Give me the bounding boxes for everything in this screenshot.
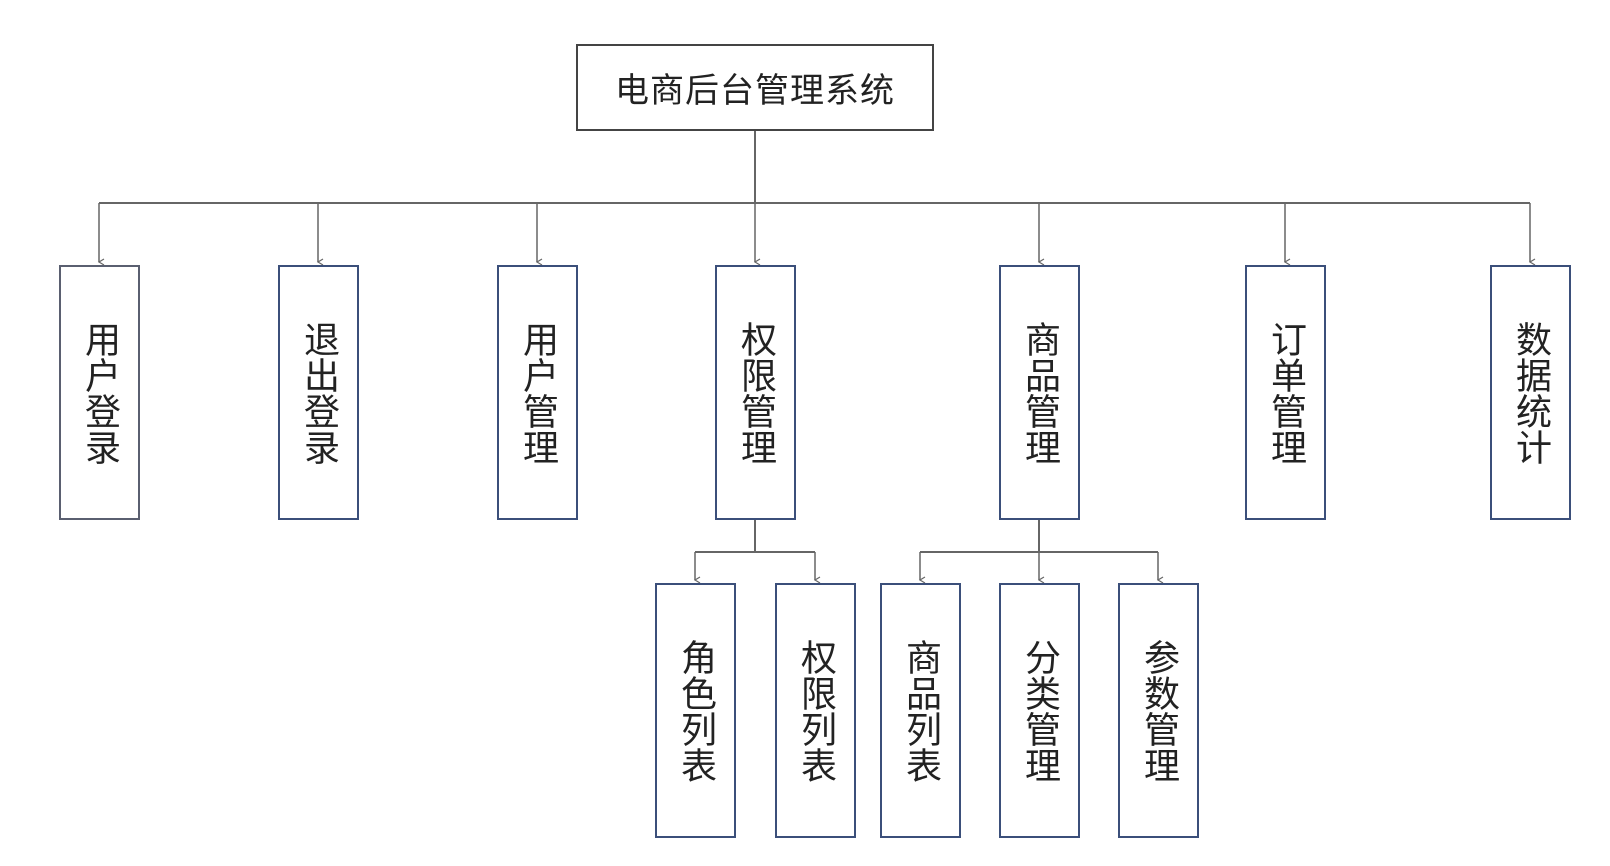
- node-order-management: 订单管理: [1245, 265, 1326, 520]
- node-label: 参数管理: [1138, 638, 1179, 783]
- node-label: 角色列表: [675, 638, 716, 783]
- node-role-list: 角色列表: [655, 583, 736, 838]
- node-user-management: 用户管理: [497, 265, 578, 520]
- node-label: 用户管理: [517, 320, 558, 465]
- node-permission-management: 权限管理: [715, 265, 796, 520]
- node-label: 权限列表: [795, 638, 836, 783]
- node-parameter-management: 参数管理: [1118, 583, 1199, 838]
- node-permission-list: 权限列表: [775, 583, 856, 838]
- node-label: 订单管理: [1265, 320, 1306, 465]
- node-label: 商品管理: [1019, 320, 1060, 465]
- node-label: 商品列表: [900, 638, 941, 783]
- node-category-management: 分类管理: [999, 583, 1080, 838]
- root-node: 电商后台管理系统: [576, 44, 934, 131]
- node-logout: 退出登录: [278, 265, 359, 520]
- node-data-statistics: 数据统计: [1490, 265, 1571, 520]
- node-label: 用户登录: [79, 320, 120, 465]
- node-product-list: 商品列表: [880, 583, 961, 838]
- node-label: 数据统计: [1510, 320, 1551, 465]
- node-label: 权限管理: [735, 320, 776, 465]
- node-label: 分类管理: [1019, 638, 1060, 783]
- node-label: 退出登录: [298, 320, 339, 465]
- node-user-login: 用户登录: [59, 265, 140, 520]
- root-label: 电商后台管理系统: [615, 71, 895, 111]
- node-product-management: 商品管理: [999, 265, 1080, 520]
